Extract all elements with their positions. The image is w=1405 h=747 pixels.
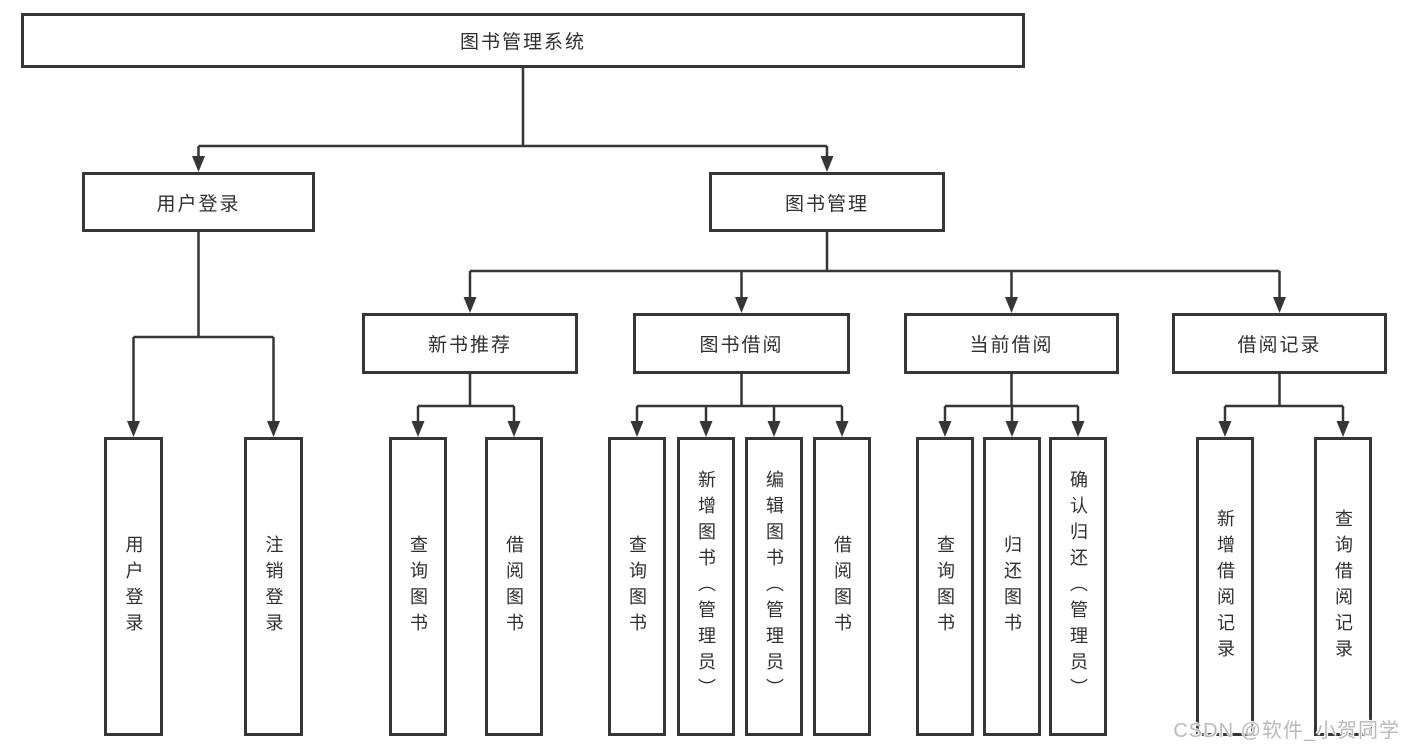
- leaf-newbook-borrow: 借阅图书: [485, 437, 543, 736]
- leaf-current-query-label: 查询图书: [935, 534, 955, 639]
- node-current-borrow: 当前借阅: [904, 313, 1119, 374]
- leaf-user-login-label: 用户登录: [123, 534, 144, 639]
- leaf-logout-label: 注销登录: [263, 534, 284, 639]
- branch-current-borrow: [945, 374, 1078, 408]
- leaf-borrow-edit: 编辑图书（管理员）: [745, 437, 803, 736]
- branch-book-management: [470, 232, 1280, 273]
- leaf-borrow-query-label: 查询图书: [627, 534, 647, 639]
- leaf-records-add-label: 新增借阅记录: [1215, 508, 1235, 665]
- leaf-records-add: 新增借阅记录: [1196, 437, 1254, 736]
- branch-user-login: [133, 232, 274, 339]
- leaf-current-return: 归还图书: [983, 437, 1041, 736]
- node-user-login-label: 用户登录: [156, 193, 241, 215]
- node-book-borrow-label: 图书借阅: [699, 335, 784, 356]
- leaf-newbook-query-label: 查询图书: [408, 534, 428, 639]
- leaf-borrow-borrow: 借阅图书: [813, 437, 871, 736]
- leaf-borrow-edit-label: 编辑图书（管理员）: [764, 469, 784, 704]
- node-root-label: 图书管理系统: [459, 32, 586, 53]
- branch-root: [198, 68, 827, 148]
- node-new-book-recommend-label: 新书推荐: [427, 335, 512, 356]
- leaf-borrow-add: 新增图书（管理员）: [677, 437, 735, 736]
- node-book-borrow: 图书借阅: [633, 313, 850, 374]
- leaf-borrow-add-label: 新增图书（管理员）: [696, 469, 716, 704]
- node-book-management-label: 图书管理: [784, 193, 869, 215]
- leaf-current-confirm-label: 确认归还（管理员）: [1068, 469, 1088, 704]
- node-new-book-recommend: 新书推荐: [362, 313, 578, 374]
- leaf-newbook-query: 查询图书: [389, 437, 447, 736]
- leaf-current-query: 查询图书: [916, 437, 974, 736]
- branch-book-borrow: [637, 374, 842, 408]
- node-borrow-records: 借阅记录: [1172, 313, 1387, 374]
- leaf-logout: 注销登录: [244, 437, 303, 736]
- node-root: 图书管理系统: [21, 13, 1025, 68]
- node-borrow-records-label: 借阅记录: [1237, 335, 1322, 356]
- leaf-borrow-query: 查询图书: [608, 437, 666, 736]
- node-user-login: 用户登录: [82, 172, 315, 232]
- leaf-current-return-label: 归还图书: [1002, 534, 1022, 639]
- node-book-management: 图书管理: [709, 172, 945, 232]
- leaf-records-query-label: 查询借阅记录: [1333, 508, 1353, 665]
- leaf-records-query: 查询借阅记录: [1314, 437, 1372, 736]
- leaf-borrow-borrow-label: 借阅图书: [832, 534, 852, 639]
- leaf-user-login: 用户登录: [104, 437, 163, 736]
- branch-new-book: [418, 374, 514, 408]
- leaf-newbook-borrow-label: 借阅图书: [504, 534, 524, 639]
- watermark: CSDN @软件_小贺同学: [1173, 720, 1400, 742]
- leaf-current-confirm: 确认归还（管理员）: [1049, 437, 1107, 736]
- node-current-borrow-label: 当前借阅: [969, 335, 1054, 356]
- branch-borrow-records: [1225, 374, 1343, 408]
